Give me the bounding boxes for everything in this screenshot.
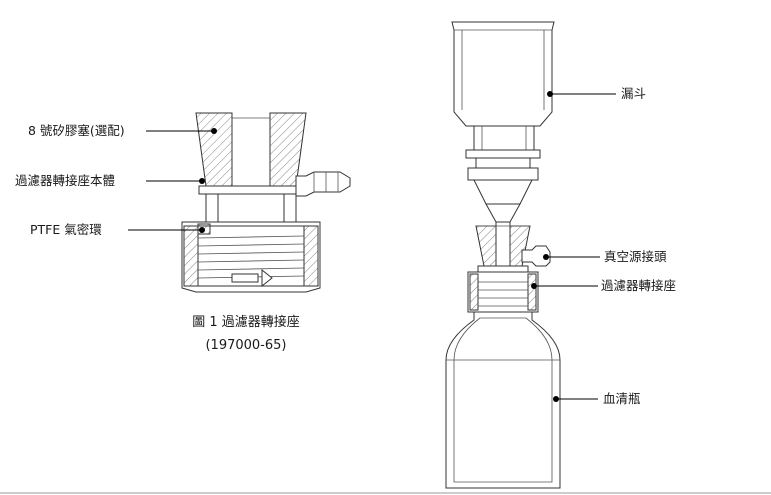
- label-adapter-body: 過濾器轉接座本體: [15, 173, 115, 188]
- label-vacuum-connector: 真空源接頭: [604, 249, 667, 264]
- serum-bottle: [445, 311, 561, 489]
- assembly-stopper: [475, 225, 531, 267]
- figure-caption: 圖 1 過濾器轉接座: [192, 314, 300, 330]
- assembly-drawing: [445, 21, 561, 489]
- label-ptfe-ring: PTFE 氣密環: [30, 222, 102, 237]
- label-stopper: 8 號矽膠塞(選配): [28, 123, 125, 138]
- vacuum-barb: [521, 245, 551, 267]
- filter-adapter-drawing: [181, 112, 351, 293]
- assembly-adapter: [467, 265, 539, 313]
- adapter-body: [198, 171, 351, 223]
- silicone-stopper: [195, 112, 307, 187]
- assembly-leaders: [531, 91, 616, 402]
- label-funnel: 漏斗: [621, 86, 646, 101]
- figure-part-number: (197000-65): [205, 338, 286, 353]
- label-serum-bottle: 血清瓶: [603, 391, 641, 406]
- figure1-leaders: [128, 128, 217, 233]
- label-filter-adapter: 過濾器轉接座: [601, 278, 676, 293]
- threaded-cap: [181, 221, 321, 293]
